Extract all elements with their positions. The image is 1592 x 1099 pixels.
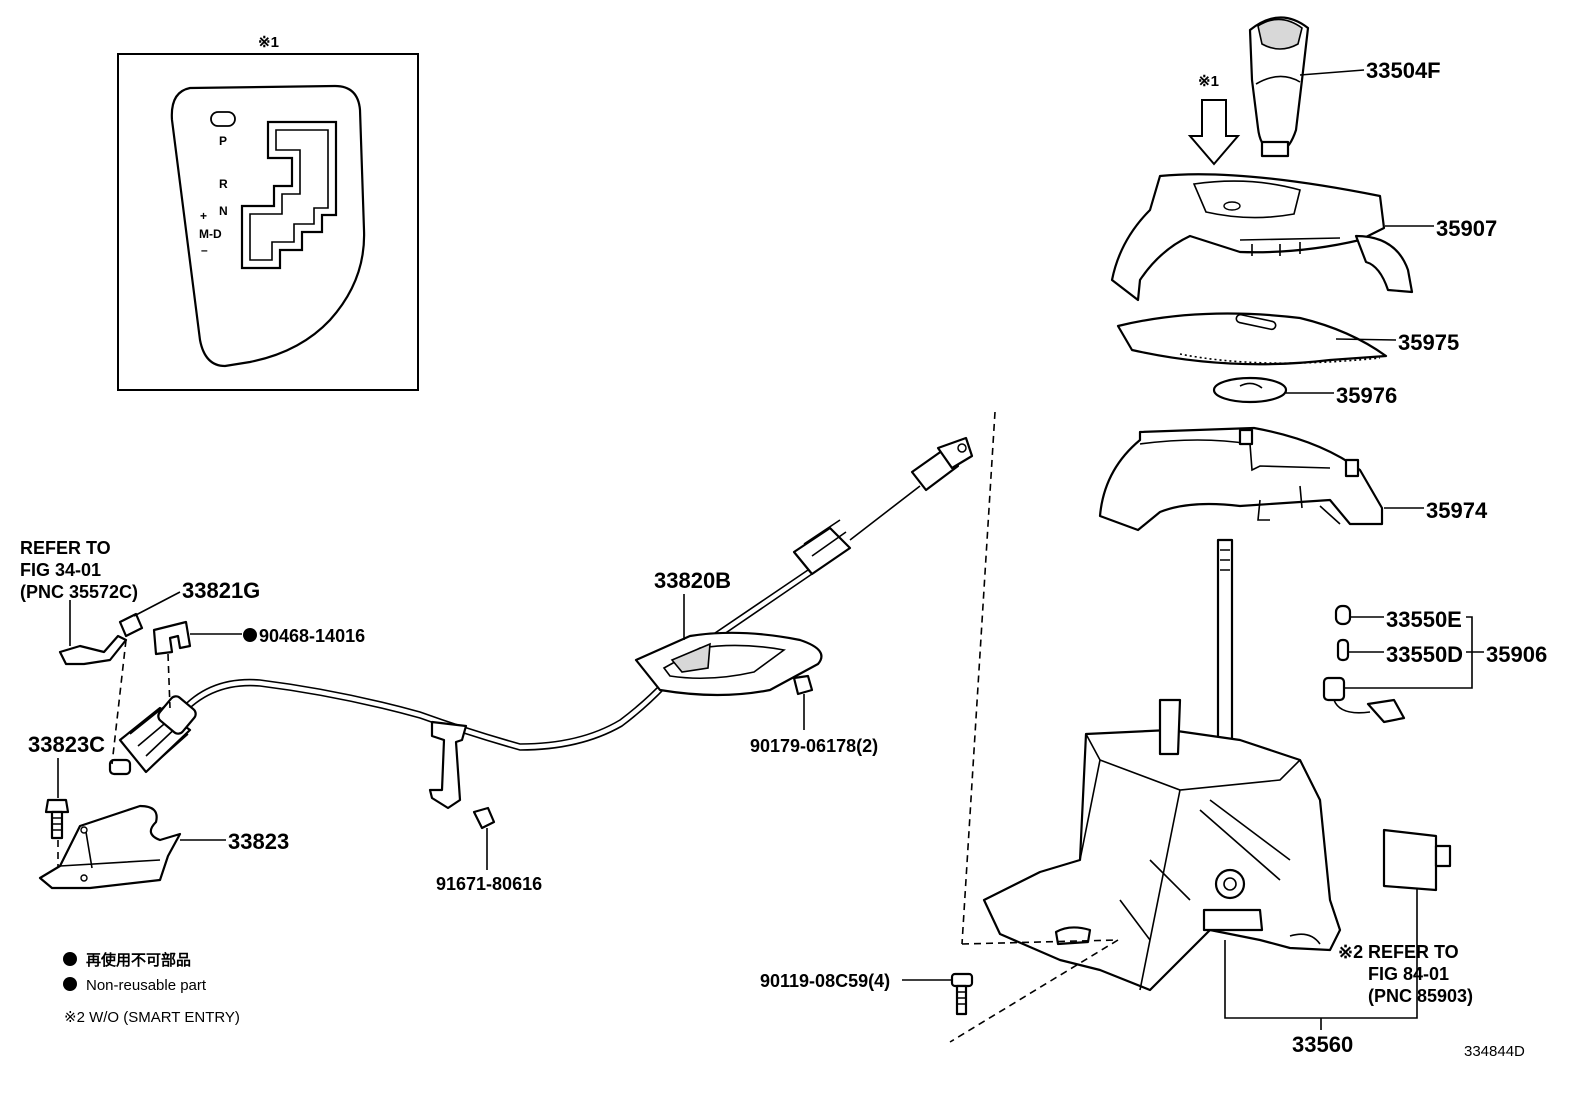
legend-dot-jp-icon: [63, 952, 77, 966]
callout-33820B: 33820B: [654, 568, 731, 593]
callout-90119: 90119-08C59(4): [760, 971, 890, 991]
gate-slot-inner: [249, 129, 329, 261]
gear-label-md: M-D: [199, 227, 222, 241]
position-indicator-housing: 35974: [1098, 426, 1488, 532]
refer-left-group: REFER TO FIG 34-01 (PNC 35572C): [20, 538, 138, 666]
bracket-33823: 33823: [38, 804, 289, 890]
gear-label-p: P: [219, 134, 227, 148]
cable-end-bellows: [108, 695, 197, 776]
smart-key-module: ※2 REFER TO FIG 84-01 (PNC 85903): [1338, 828, 1473, 1006]
refer-left-line1: REFER TO: [20, 538, 111, 558]
p-button: [210, 111, 236, 127]
bolt-91671: 91671-80616: [436, 806, 542, 894]
shift-knob: 33504F: [1248, 16, 1441, 158]
callout-35976: 35976: [1336, 383, 1397, 408]
callout-33560: 33560: [1292, 1032, 1353, 1057]
callout-33550E: 33550E: [1386, 607, 1462, 632]
callout-91671: 91671-80616: [436, 874, 542, 894]
legend-en: Non-reusable part: [86, 977, 207, 994]
inset-marker: ※1: [258, 34, 279, 51]
callout-35906: 35906: [1486, 642, 1547, 667]
shift-lever-assembly: [982, 538, 1342, 992]
gear-label-n: N: [219, 204, 228, 218]
legend-note: ※2 W/O (SMART ENTRY): [64, 1009, 240, 1026]
down-arrow-icon: [1187, 99, 1241, 166]
slide-cover: 35975: [1116, 312, 1459, 366]
clip-90468: 90468-14016: [152, 620, 365, 709]
callout-33823C: 33823C: [28, 732, 105, 757]
switch-sensor-group: 33550E 33550D 35906: [1322, 604, 1547, 724]
inset-frame: [117, 53, 419, 391]
callout-35975: 35975: [1398, 330, 1459, 355]
shift-bezel: 35907: [1110, 173, 1497, 302]
shift-pattern-inset: ※1 P R N + M-D –: [117, 34, 419, 391]
clip-33821G: 33821G: [111, 578, 260, 765]
callout-35974: 35974: [1426, 498, 1488, 523]
leader-35975: [1335, 338, 1397, 341]
bolt-90119: 90119-08C59(4): [760, 971, 974, 1016]
callout-33821G: 33821G: [182, 578, 260, 603]
legend-dot-en-icon: [63, 977, 77, 991]
callout-90179: 90179-06178(2): [750, 736, 878, 756]
gear-label-plus: +: [200, 209, 207, 223]
refer-right-line2: FIG 84-01: [1368, 964, 1449, 984]
non-reusable-dot-icon: [243, 628, 257, 642]
refer-right-line1: REFER TO: [1368, 942, 1459, 962]
bracket-33560: 33560: [1224, 898, 1418, 1057]
view-arrow: ※1: [1187, 73, 1241, 166]
gear-label-r: R: [219, 177, 228, 191]
diagram-id: 334844D: [1464, 1043, 1525, 1060]
bulb-33550E: [1334, 604, 1352, 626]
refer-left-line3: (PNC 35572C): [20, 582, 138, 602]
callout-90468: 90468-14016: [259, 626, 365, 646]
legend-jp: 再使用不可部品: [86, 951, 191, 969]
callout-33504F: 33504F: [1366, 58, 1441, 83]
gate-slot-outer: [240, 120, 338, 270]
shift-plate: [170, 84, 366, 368]
bulb-33550D: [1336, 638, 1350, 662]
knob-neck: [1260, 140, 1290, 158]
callout-33550D: 33550D: [1386, 642, 1463, 667]
refer-right-marker: ※2: [1338, 942, 1363, 962]
slide-plate: 35976: [1212, 376, 1397, 408]
callout-35907: 35907: [1436, 216, 1497, 241]
shift-cable: 33820B: [108, 436, 974, 810]
bolt-33823C: 33823C: [28, 732, 105, 880]
leader-33504F: [1299, 69, 1365, 76]
assembly-dashed-outline: [949, 411, 1119, 1043]
arrow-marker: ※1: [1198, 73, 1219, 90]
gear-label-minus: –: [201, 243, 208, 257]
legend: 再使用不可部品 Non-reusable part ※2 W/O (SMART …: [63, 951, 240, 1026]
nut-90179: 90179-06178(2): [750, 674, 878, 756]
callout-33823: 33823: [228, 829, 289, 854]
refer-right-line3: (PNC 85903): [1368, 986, 1473, 1006]
refer-left-line2: FIG 34-01: [20, 560, 101, 580]
